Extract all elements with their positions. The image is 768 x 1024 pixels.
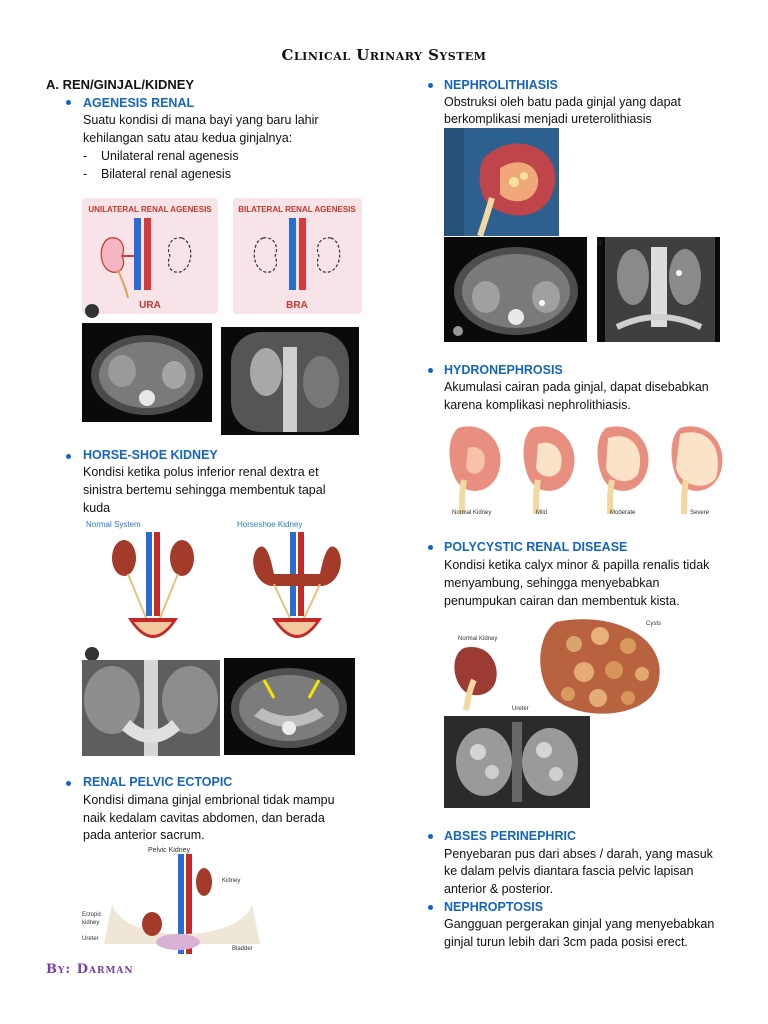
text-agenesis-2: kehilangan satu atau kedua ginjalnya: [83,131,293,145]
label-kidney: Kidney [222,878,240,884]
bullet-icon [428,834,433,839]
text-nephroptosis-2: ginjal turun lebih dari 3cm pada posisi … [444,935,688,949]
text-horseshoe-1: Kondisi ketika polus inferior renal dext… [83,465,319,479]
bullet-icon [66,100,71,105]
bullet-icon [66,781,71,786]
label-ureter-polycystic: Ureter [512,706,529,712]
stage-severe: Severe [690,510,710,516]
dash-marker: - [83,149,88,163]
text-nephroptosis-1: Gangguan pergerakan ginjal yang menyebab… [444,917,715,931]
heading-polycystic-renal-disease: POLYCYSTIC RENAL DISEASE [444,540,628,554]
label-bladder: Bladder [232,946,253,952]
text-agenesis-1: Suatu kondisi di mana bayi yang baru lah… [83,113,319,127]
heading-renal-pelvic-ectopic: RENAL PELVIC ECTOPIC [83,775,233,789]
text-hydronephrosis-2: karena komplikasi nephrolithiasis. [444,398,631,412]
bullet-icon [66,454,71,459]
list-item-unilateral: Unilateral renal agenesis [101,149,239,163]
mri-polycystic [444,716,590,808]
polycystic-kidney-illustration: Normal Kidney Cysts Ureter [444,614,674,718]
hydronephrosis-stages-illustration: Normal Kidney Mild Moderate Severe [444,418,734,518]
heading-nephrolithiasis: NEPHROLITHIASIS [444,78,558,92]
text-nephrolithiasis-2: berkomplikasi menjadi ureterolithiasis [444,112,652,126]
bra-title: BILATERAL RENAL AGENESIS [238,205,356,214]
dash-marker: - [83,167,88,181]
bra-illustration: BILATERAL RENAL AGENESIS BRA [233,198,362,314]
stage-normal-kidney: Normal Kidney [452,510,491,516]
text-abses-2: ke dalam pelvis diantara fascia pelvic l… [444,864,694,878]
kidney-stone-illustration [444,128,559,236]
bullet-icon [428,83,433,88]
label-ureter: Ureter [82,936,99,942]
text-pelvic-3: pada anterior sacrum. [83,828,205,842]
ct-scan-coronal-agenesis [221,327,359,435]
stage-moderate: Moderate [610,510,636,516]
text-hydronephrosis-1: Akumulasi cairan pada ginjal, dapat dise… [444,380,709,394]
horseshoe-illustration: Normal System Horseshoe Kidney [82,518,366,654]
caption-horseshoe-kidney: Horseshoe Kidney [237,520,302,529]
text-polycystic-2: menyambung, sehingga menyebabkan [444,576,660,590]
label-ectopic: Ectopic [82,912,102,918]
text-horseshoe-2: sinistra bertemu sehingga membentuk tapa… [83,483,326,497]
label-normal-kidney: Normal Kidney [458,636,497,642]
ct-scan-axial-agenesis [82,323,212,422]
ura-illustration: UNILATERAL RENAL AGENESIS URA [82,198,218,314]
stage-mild: Mild [536,510,547,516]
author-footer: By: Darman [46,962,134,977]
bullet-icon [428,368,433,373]
pelvic-kidney-illustration: Pelvic Kidney Kidney Ectopic kidney Uret… [82,844,282,956]
heading-abses-perinephric: ABSES PERINEPHRIC [444,829,576,843]
bra-label: BRA [286,300,308,311]
heading-horse-shoe-kidney: HORSE-SHOE KIDNEY [83,448,218,462]
list-item-bilateral: Bilateral renal agenesis [101,167,231,181]
section-heading-kidney: A. REN/GINJAL/KIDNEY [46,77,195,92]
bullet-icon [428,905,433,910]
text-polycystic-3: penumpukan cairan dan membentuk kista. [444,594,680,608]
ura-title: UNILATERAL RENAL AGENESIS [88,205,212,214]
heading-nephroptosis: NEPHROPTOSIS [444,900,544,914]
heading-agenesis-renal: AGENESIS RENAL [83,96,195,110]
text-abses-1: Penyebaran pus dari abses / darah, yang … [444,847,713,861]
ura-label: URA [139,300,161,311]
text-abses-3: anterior & posterior. [444,882,554,896]
ct-scan-coronal-horseshoe [82,660,220,756]
text-polycystic-1: Kondisi ketika calyx minor & papilla ren… [444,558,710,572]
page-title: Clinical Urinary System [281,46,487,64]
ct-scan-axial-nephrolithiasis [444,237,587,342]
text-nephrolithiasis-1: Obstruksi oleh batu pada ginjal yang dap… [444,95,681,109]
text-pelvic-1: Kondisi dimana ginjal embrional tidak ma… [83,793,335,807]
image-search-icon [85,647,99,661]
image-search-icon [85,304,99,318]
label-ectopic-kidney: kidney [82,920,99,926]
caption-normal-system: Normal System [86,520,141,529]
label-cysts: Cysts [646,621,661,627]
pelvic-kidney-title: Pelvic Kidney [148,847,191,854]
panel-label-b: b [597,238,602,247]
heading-hydronephrosis: HYDRONEPHROSIS [444,363,563,377]
ct-scan-axial-horseshoe [224,658,355,755]
ct-scan-coronal-nephrolithiasis: b [597,237,720,342]
text-pelvic-2: naik kedalam cavitas abdomen, dan berada [83,811,325,825]
bullet-icon [428,545,433,550]
text-horseshoe-3: kuda [83,501,111,515]
